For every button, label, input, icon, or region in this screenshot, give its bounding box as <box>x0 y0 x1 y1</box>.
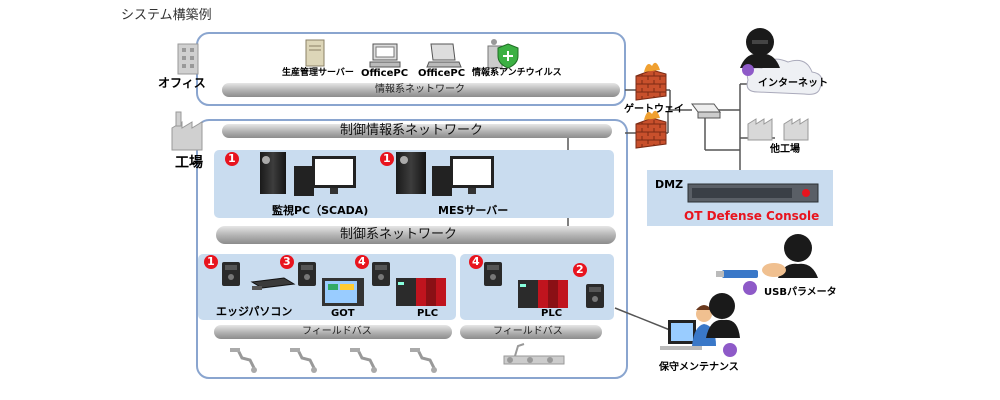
badge-1-scada <box>225 152 239 166</box>
mes-label: MESサーバー <box>438 204 509 217</box>
ot-defense-console-server-icon <box>687 183 819 203</box>
control-network-label: 制御系ネットワーク <box>340 227 458 242</box>
badge-1-edge-num: 1 <box>207 255 215 268</box>
office-pc-label-1: OfficePC <box>361 68 409 79</box>
diagram-title: システム構築例 <box>121 8 212 23</box>
info-network-pipe <box>222 83 620 97</box>
gateway-label: ゲートウェイ <box>624 104 684 115</box>
other-factory-label: 他工場 <box>770 144 800 155</box>
firewall-icon-1 <box>635 62 667 101</box>
production-server-label: 生産管理サーバー <box>282 68 354 78</box>
office-label: オフィス <box>158 76 206 90</box>
factory-icon <box>171 111 203 151</box>
antivirus-label: 情報系アンチウイルス <box>472 68 562 78</box>
got-panel-icon <box>322 278 364 306</box>
dmz-label: DMZ <box>655 178 684 191</box>
fieldbus-label-1: フィールドバス <box>302 326 372 337</box>
scada-label: 監視PC（SCADA) <box>272 204 369 217</box>
control-network-pipe <box>216 226 616 244</box>
plc-unit-icon-1 <box>396 278 446 306</box>
security-appliance-icon-2 <box>586 284 604 308</box>
production-server-icon <box>305 39 325 67</box>
office-pc-icon-1 <box>369 43 401 68</box>
fieldbus-pipe-2 <box>460 325 602 339</box>
usb-parameter-label: USBパラメータ <box>764 287 837 298</box>
badge-1-scada-num: 1 <box>228 152 236 165</box>
control-info-network-pipe <box>222 124 612 138</box>
badge-2-maint <box>573 263 587 277</box>
badge-4-plc1 <box>355 255 369 269</box>
hacker-icon-top <box>740 28 780 68</box>
ot-defense-console-label: OT Defense Console <box>684 209 820 223</box>
hacker-icon-usb <box>778 234 818 278</box>
scada-pc-icon <box>260 152 356 196</box>
security-appliance-icon-1 <box>222 262 240 286</box>
badge-4-plc2 <box>469 255 483 269</box>
other-factory-icon-1 <box>747 118 773 141</box>
plc-label-2: PLC <box>541 308 563 319</box>
badge-3-got <box>280 255 294 269</box>
virus-icon-top <box>742 64 754 76</box>
other-factory-icon-2 <box>783 118 809 141</box>
firewall-icon-2 <box>635 110 667 149</box>
internet-label: インターネット <box>758 78 828 89</box>
plc-label-1: PLC <box>417 308 439 319</box>
plc-unit-icon-2 <box>518 280 568 308</box>
got-label: GOT <box>331 308 355 319</box>
conveyor-icon <box>503 343 565 365</box>
maintenance-label: 保守メンテナンス <box>659 362 739 373</box>
security-appliance-icon-4a <box>372 262 390 286</box>
antivirus-server-icon <box>487 39 519 69</box>
usb-stick-icon <box>716 270 758 278</box>
virus-icon-usb <box>743 281 757 295</box>
info-network-label: 情報系ネットワーク <box>375 84 465 95</box>
badge-2-maint-num: 2 <box>576 263 584 276</box>
badge-3-got-num: 3 <box>283 255 291 268</box>
badge-4-plc1-num: 4 <box>358 255 366 268</box>
factory-label: 工場 <box>175 155 203 171</box>
hand-icon <box>762 263 786 277</box>
office-pc-icon-2 <box>426 43 462 68</box>
maintenance-workstation-icon <box>660 320 702 350</box>
security-appliance-icon-3 <box>298 262 316 286</box>
control-info-network-label: 制御情報系ネットワーク <box>340 123 484 138</box>
gateway-device-icon <box>691 103 721 119</box>
office-building-icon <box>177 43 199 75</box>
mes-server-icon <box>396 152 494 196</box>
fieldbus-label-2: フィールドバス <box>493 326 563 337</box>
edge-computer-label: エッジパソコン <box>216 305 293 318</box>
badge-1-mes-num: 1 <box>383 152 391 165</box>
badge-1-edge <box>204 255 218 269</box>
virus-icon-maintenance <box>723 343 737 357</box>
office-pc-label-2: OfficePC <box>418 68 466 79</box>
edge-computer-icon <box>250 277 296 290</box>
fieldbus-pipe-1 <box>214 325 452 339</box>
security-appliance-icon-4b <box>484 262 502 286</box>
hacker-icon-maintenance <box>706 293 740 338</box>
badge-1-mes <box>380 152 394 166</box>
badge-4-plc2-num: 4 <box>472 255 480 268</box>
